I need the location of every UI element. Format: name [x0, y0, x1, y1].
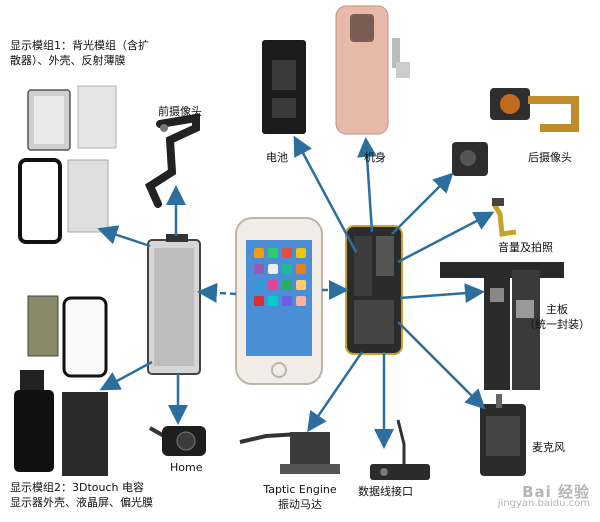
- arrow-to-mainboard: [399, 283, 485, 304]
- arrows: [97, 135, 495, 449]
- label-display-module-1: 显示模组1：背光模组（含扩 散器）、外壳、反射薄膜: [10, 38, 149, 68]
- microphone-part: [480, 394, 526, 476]
- arrow-to-microphone: [397, 321, 486, 410]
- arrow-to-body: [357, 137, 377, 233]
- lcd-parts-top: [20, 295, 108, 392]
- label-mainboard-line2: （统一封装）: [524, 318, 590, 331]
- label-display-module-1-line1: 显示模组1：背光模组（含扩: [10, 39, 149, 52]
- label-body: 机身: [364, 151, 386, 164]
- display-assembly-part: [147, 234, 201, 375]
- label-taptic-engine-line1: Taptic Engine: [263, 483, 337, 496]
- taptic-engine-part: [239, 432, 340, 474]
- front-camera-part: [144, 113, 200, 208]
- arrow-to-rear-camera: [391, 172, 454, 235]
- watermark-url: jingyan.baidu.com: [497, 498, 590, 509]
- volume-flex-part: [491, 198, 517, 237]
- label-display-module-2-line1: 显示模组2：3Dtouch 电容: [10, 481, 144, 494]
- mainboard-part: [440, 262, 564, 390]
- label-mainboard: 主板 （统一封装）: [522, 302, 592, 332]
- arrow-to-display-1: [97, 225, 151, 248]
- label-front-camera: 前摄像头: [158, 105, 202, 118]
- backlight-frame-part: [27, 85, 117, 151]
- arrow-iphone-to-display: [197, 282, 237, 303]
- arrow-to-display-2: [99, 360, 153, 391]
- body-housing-part: [335, 5, 410, 135]
- label-volume-photo: 音量及拍照: [498, 241, 553, 254]
- label-display-module-2: 显示模组2：3Dtouch 电容 显示器外壳、液晶屏、偏光膜: [10, 480, 153, 510]
- label-display-module-1-line2: 散器）、外壳、反射薄膜: [10, 54, 126, 67]
- watermark: Bai 经验 jingyan.baidu.com: [497, 483, 590, 510]
- arrow-to-battery: [293, 135, 358, 253]
- label-home: Home: [170, 461, 203, 474]
- watermark-brand: Bai 经验: [522, 483, 590, 501]
- display-housing-part: [18, 158, 109, 244]
- battery-part: [262, 40, 306, 134]
- opened-iphone: [345, 225, 403, 355]
- lcd-parts-bottom: [14, 390, 108, 476]
- rear-camera-part: [452, 88, 579, 176]
- data-port-part: [370, 419, 430, 480]
- label-data-port: 数据线接口: [358, 485, 413, 498]
- label-taptic-engine-line2: 振动马达: [278, 498, 322, 511]
- complete-iphone: [235, 217, 323, 385]
- label-mainboard-line1: 主板: [546, 303, 568, 316]
- arrow-to-volume: [397, 211, 495, 264]
- label-taptic-engine: Taptic Engine 振动马达: [250, 482, 350, 512]
- arrow-to-taptic: [307, 351, 364, 433]
- label-battery: 电池: [266, 151, 288, 164]
- home-button-part: [149, 426, 206, 456]
- label-rear-camera: 后摄像头: [528, 151, 572, 164]
- label-microphone: 麦克风: [532, 441, 565, 454]
- label-display-module-2-line2: 显示器外壳、液晶屏、偏光膜: [10, 496, 153, 509]
